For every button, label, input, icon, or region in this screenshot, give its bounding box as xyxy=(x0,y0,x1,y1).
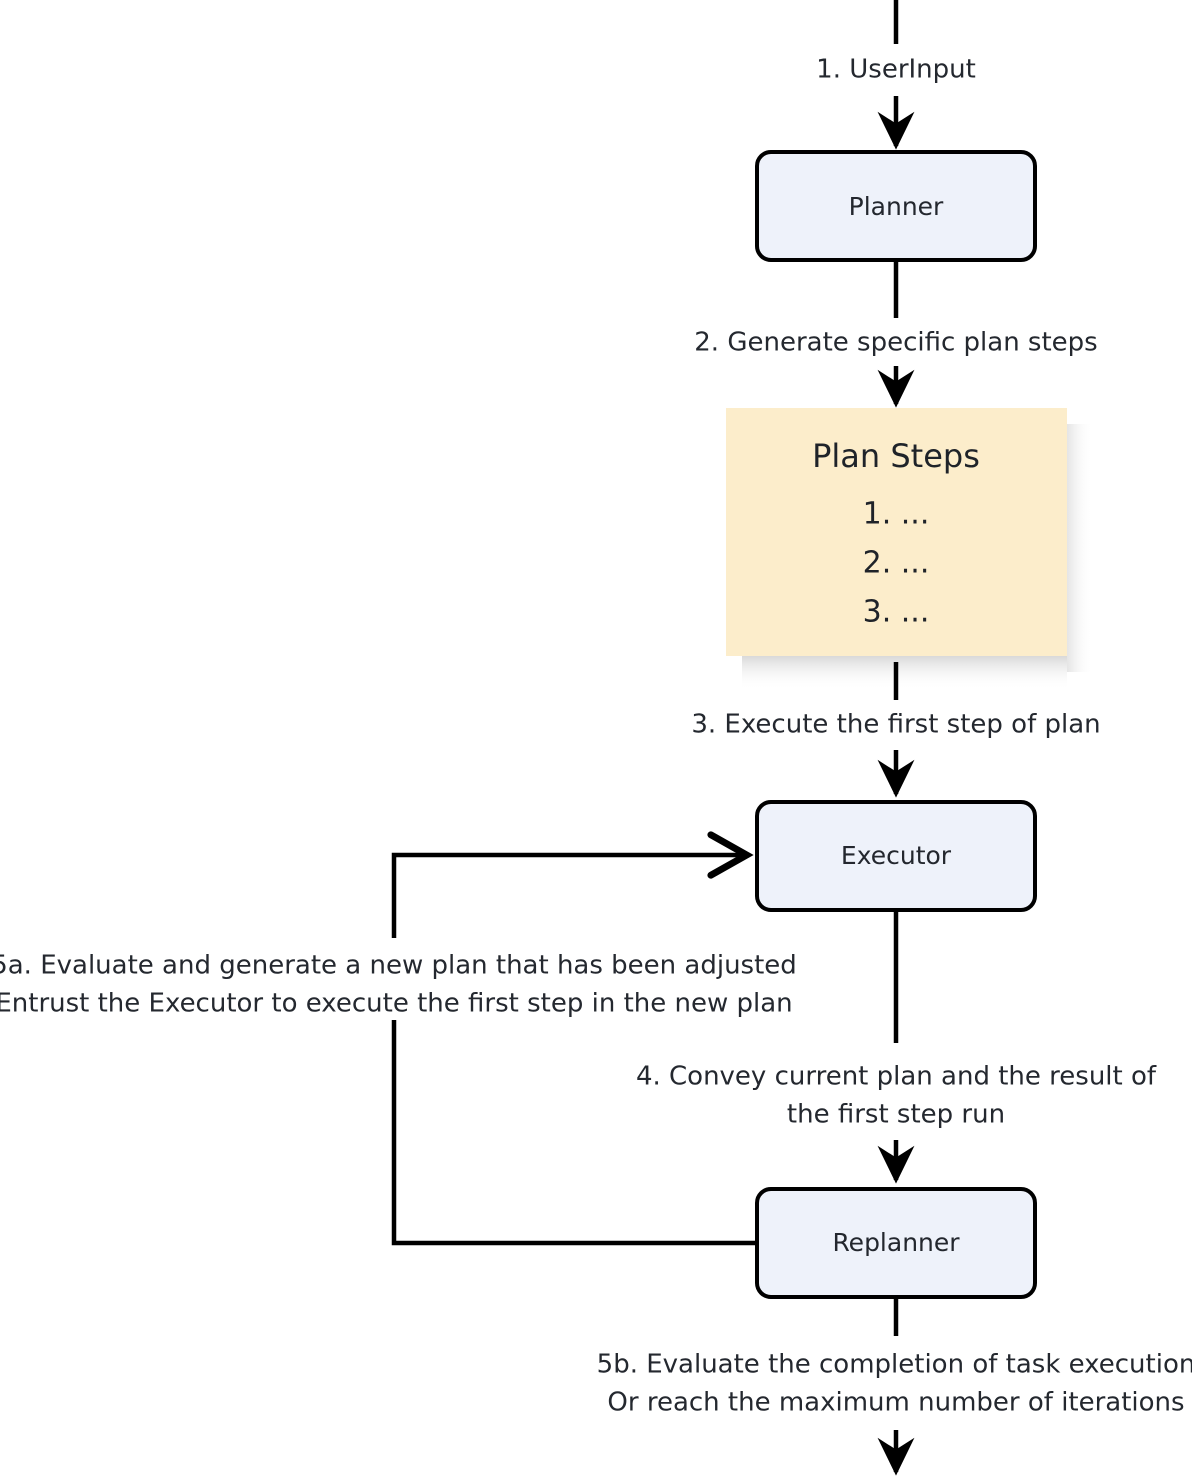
node-executor[interactable]: Executor xyxy=(755,800,1037,912)
edge-label-user-input: 1. UserInput xyxy=(816,55,976,85)
edge-label-convey-result-line1: 4. Convey current plan and the result of xyxy=(636,1062,1157,1092)
edge-label-task-complete-line2: Or reach the maximum number of iteration… xyxy=(607,1388,1184,1418)
edge-label-convey-result-line2: the first step run xyxy=(787,1100,1005,1130)
edge-replan-feedback-path xyxy=(391,831,757,1246)
node-plan-steps-heading: Plan Steps xyxy=(812,437,980,475)
node-plan-steps-shape[interactable] xyxy=(726,408,1067,656)
plan-step-item-1: 1. ... xyxy=(863,497,930,532)
node-executor-label: Executor xyxy=(841,841,952,870)
node-planner-label: Planner xyxy=(849,192,944,221)
node-planner[interactable]: Planner xyxy=(755,150,1037,262)
node-plan-steps-shadow-right xyxy=(1067,424,1093,672)
edge-label-replan-feedback-line1: 5a. Evaluate and generate a new plan tha… xyxy=(0,951,797,981)
edge-label-task-complete-line1: 5b. Evaluate the completion of task exec… xyxy=(597,1350,1192,1380)
edge-label-generate-plan-steps: 2. Generate specific plan steps xyxy=(694,328,1097,358)
edge-replan-feedback xyxy=(0,831,800,1246)
edge-label-5a-knockout xyxy=(0,938,800,1020)
node-plan-steps-shadow-bottom xyxy=(742,656,1067,690)
node-replanner[interactable]: Replanner xyxy=(755,1187,1037,1299)
node-replanner-label: Replanner xyxy=(832,1228,960,1257)
edge-label-execute-first-step: 3. Execute the first step of plan xyxy=(691,710,1100,740)
plan-step-item-2: 2. ... xyxy=(863,546,930,581)
plan-step-item-3: 3. ... xyxy=(863,595,930,630)
node-plan-steps[interactable]: Plan Steps 1. ... 2. ... 3. ... xyxy=(726,408,1093,690)
edge-label-replan-feedback-line2: Entrust the Executor to execute the firs… xyxy=(0,989,793,1019)
